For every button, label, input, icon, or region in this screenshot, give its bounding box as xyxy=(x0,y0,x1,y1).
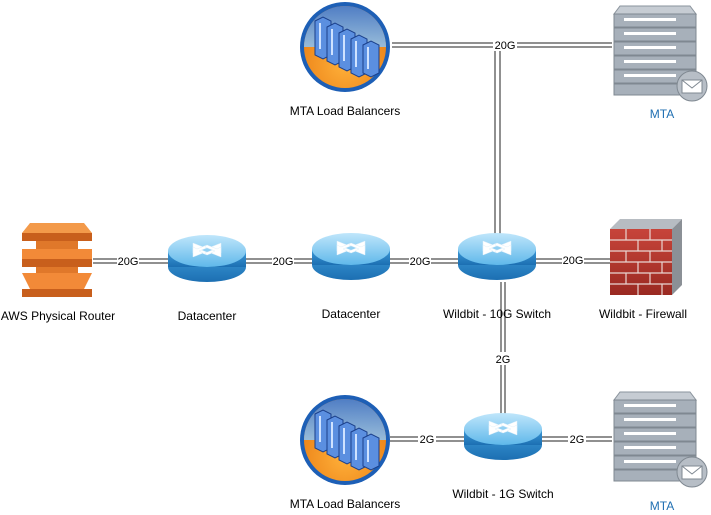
node-label-mta-bottom: MTA xyxy=(650,499,674,513)
router-icon[interactable] xyxy=(312,233,390,280)
mail-server-icon[interactable] xyxy=(613,5,708,102)
link-sw10g-sw1g xyxy=(500,282,506,418)
speed-label-aws-dc1: 20G xyxy=(118,256,139,268)
router-icon[interactable] xyxy=(168,235,246,282)
mail-server-icon[interactable] xyxy=(613,391,708,488)
link-sw10g-up xyxy=(494,45,501,234)
node-label-lb-top: MTA Load Balancers xyxy=(290,104,401,118)
speed-label-dc1-dc2: 20G xyxy=(273,256,294,268)
load-balancer-icon[interactable] xyxy=(300,395,390,485)
node-label-aws-router: AWS Physical Router xyxy=(1,309,115,323)
node-label-sw1g: Wildbit - 1G Switch xyxy=(452,487,553,501)
firewall-icon[interactable] xyxy=(610,219,682,295)
router-icon[interactable] xyxy=(464,413,542,460)
speed-label-sw10g-firewall: 20G xyxy=(563,255,584,267)
router-icon[interactable] xyxy=(458,233,536,280)
node-label-dc1: Datacenter xyxy=(178,309,237,323)
node-label-sw10g: Wildbit - 10G Switch xyxy=(443,307,551,321)
node-label-dc2: Datacenter xyxy=(322,307,381,321)
node-label-mta-top: MTA xyxy=(650,107,674,121)
node-label-lb-bottom: MTA Load Balancers xyxy=(290,497,401,511)
speed-label-sw10g-sw1g: 2G xyxy=(496,354,511,366)
speed-label-sw1g-mta: 2G xyxy=(570,434,585,446)
speed-label-lb-sw1g: 2G xyxy=(420,434,435,446)
speed-label-lb-mta-top: 20G xyxy=(495,40,516,52)
aws-router-icon[interactable] xyxy=(22,223,92,297)
node-label-firewall: Wildbit - Firewall xyxy=(599,307,687,321)
speed-label-dc2-sw10g: 20G xyxy=(410,256,431,268)
load-balancer-icon[interactable] xyxy=(300,2,390,92)
